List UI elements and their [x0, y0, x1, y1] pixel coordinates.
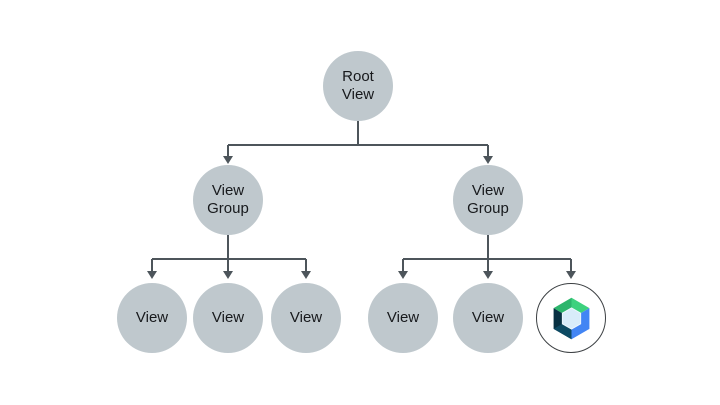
node-view-group-right-label: View Group — [467, 182, 509, 217]
node-root-view-label: Root View — [341, 68, 375, 103]
arrowhead-view4 — [398, 271, 408, 279]
arrowhead-group-left — [223, 156, 233, 164]
node-view-3-label: View — [289, 309, 323, 326]
node-view-2: View — [193, 283, 263, 353]
node-view-1: View — [117, 283, 187, 353]
node-compose-view — [536, 283, 606, 353]
node-view-5: View — [453, 283, 523, 353]
node-view-1-label: View — [135, 309, 169, 326]
arrowhead-view2 — [223, 271, 233, 279]
node-view-group-right: View Group — [453, 165, 523, 235]
node-view-group-left: View Group — [193, 165, 263, 235]
jetpack-compose-logo-icon — [553, 297, 589, 339]
node-view-4-label: View — [386, 309, 420, 326]
arrowhead-view1 — [147, 271, 157, 279]
node-root-view: Root View — [323, 51, 393, 121]
arrowhead-view3 — [301, 271, 311, 279]
node-view-3: View — [271, 283, 341, 353]
node-view-group-left-label: View Group — [207, 182, 249, 217]
node-view-2-label: View — [211, 309, 245, 326]
arrowhead-compose — [566, 271, 576, 279]
arrowhead-view5 — [483, 271, 493, 279]
arrowhead-group-right — [483, 156, 493, 164]
node-view-5-label: View — [471, 309, 505, 326]
node-view-4: View — [368, 283, 438, 353]
